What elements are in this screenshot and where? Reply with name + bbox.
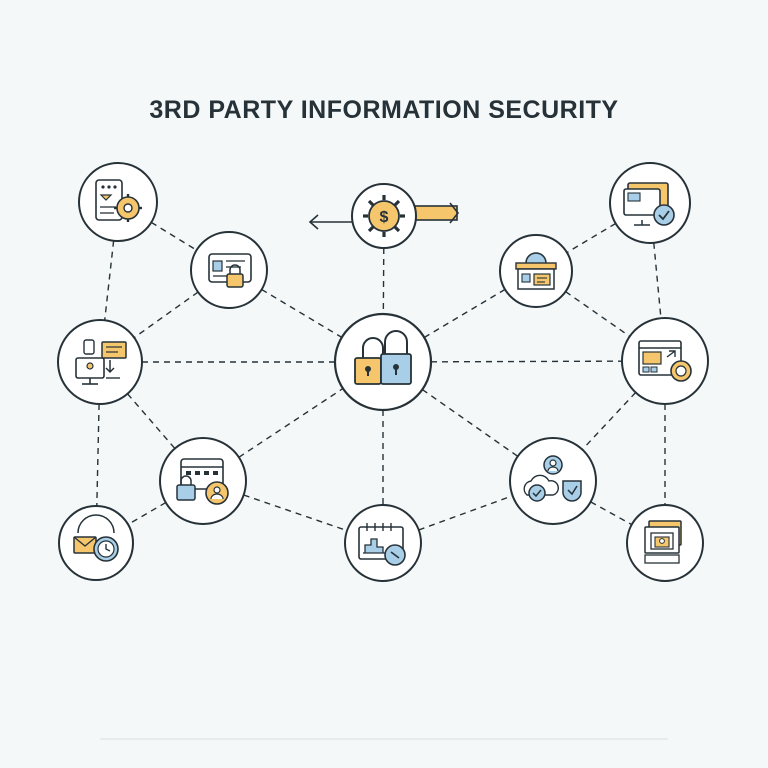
connector-doc-gear-id-card-lock: [150, 221, 197, 251]
connector-id-card-lock-monitor-doc: [133, 291, 199, 339]
connector-monitor-check-window-gauge: [653, 242, 662, 319]
dollar-gear-icon: $: [351, 183, 417, 249]
padlocks-icon: [333, 312, 433, 412]
connector-doc-gear-monitor-doc: [103, 240, 115, 321]
connector-central-locks-window-gauge: [430, 360, 623, 363]
building-badge-icon: [499, 234, 573, 308]
chart-report-icon: [344, 504, 422, 582]
connector-calendar-lock-mail-clock: [127, 501, 167, 526]
document-gear-icon: [78, 162, 158, 242]
connector-monitor-doc-calendar-lock: [126, 393, 176, 449]
window-gauge-icon: [621, 317, 709, 405]
diagram-title: 3RD PARTY INFORMATION SECURITY: [149, 96, 619, 124]
connector-window-gauge-user-cloud-shield: [581, 391, 637, 451]
id-card-lock-icon: [190, 231, 268, 309]
svg-text:$: $: [380, 209, 389, 226]
nodes: $: [57, 162, 709, 582]
framed-documents-icon: [626, 504, 704, 582]
exchange-arrows: [308, 202, 460, 230]
connector-central-locks-user-cloud-shield: [421, 388, 519, 457]
connector-monitor-doc-mail-clock: [96, 403, 100, 507]
connector-chart-report-user-cloud-shield: [418, 495, 513, 531]
monitor-check-icon: [609, 162, 691, 244]
connections: [96, 221, 666, 532]
user-cloud-shield-icon: [509, 437, 597, 525]
monitor-document-icon: [57, 319, 143, 405]
mail-clock-icon: [58, 505, 134, 581]
footer-divider: [100, 738, 668, 740]
calendar-lock-user-icon: [159, 437, 247, 525]
connector-calendar-lock-chart-report: [243, 494, 348, 532]
connector-central-locks-building-id: [423, 288, 506, 339]
connector-calendar-lock-central-locks: [238, 387, 344, 458]
connector-monitor-check-building-id: [566, 222, 617, 254]
connector-user-cloud-shield-frame-docs: [590, 501, 633, 526]
connector-id-card-lock-central-locks: [261, 288, 343, 338]
connector-building-id-window-gauge: [565, 291, 631, 337]
